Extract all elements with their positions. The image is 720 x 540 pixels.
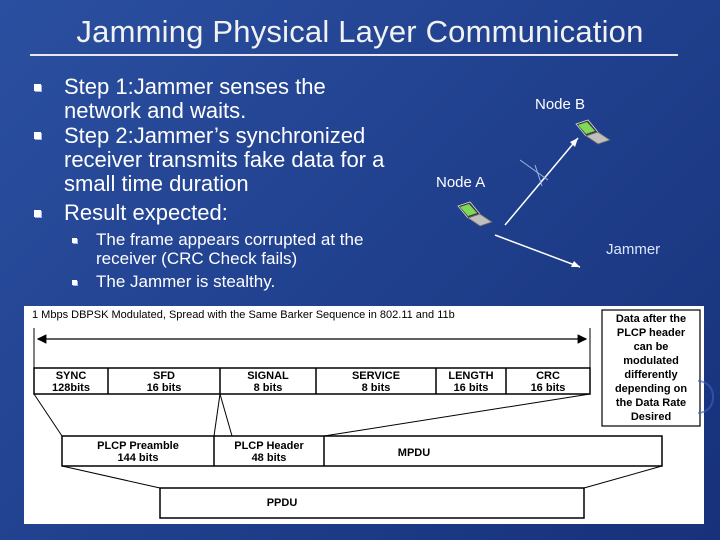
jammer-label: Jammer	[606, 241, 661, 258]
sub-bullet-1-line1: The frame appears corrupted at the	[96, 230, 364, 249]
jammer-interference-cross	[534, 164, 543, 187]
field-service-name: SERVICE	[352, 370, 400, 382]
bullet-marker-2	[34, 132, 41, 139]
bullet-step1-line2: network and waits.	[64, 98, 247, 123]
plcp-header-name: PLCP Header	[234, 440, 304, 452]
plcp-row-box	[61, 435, 663, 467]
laptop-icon-node-b	[575, 119, 611, 145]
field-service-size: 8 bits	[362, 382, 391, 394]
field-length-size: 16 bits	[454, 382, 489, 394]
bullet-marker-3	[34, 210, 41, 217]
note-line: depending on	[615, 383, 687, 395]
expand-line	[219, 393, 233, 437]
field-signal-name: SIGNAL	[247, 370, 289, 382]
arrow-head-jammer	[571, 261, 580, 267]
link-a-to-b	[504, 137, 579, 226]
expand-line	[323, 393, 591, 437]
ppdu-label: PPDU	[267, 497, 298, 509]
node-b-label: Node B	[535, 96, 586, 113]
jammer-interference-line	[519, 159, 549, 181]
note-line: Data after the	[616, 313, 686, 325]
field-sync-size: 128bits	[52, 382, 90, 394]
plcp-frame-figure: 1 Mbps DBPSK Modulated, Spread with the …	[24, 306, 704, 524]
title-rule	[30, 54, 678, 56]
note-line: differently	[624, 369, 678, 381]
field-sfd-name: SFD	[153, 370, 175, 382]
bullet-step2-line1: Step 2:Jammer’s synchronized	[64, 123, 366, 148]
field-crc-size: 16 bits	[531, 382, 566, 394]
sub-bullet-2: The Jammer is stealthy.	[96, 272, 276, 291]
bullet-step1-line1: Step 1:Jammer senses the	[64, 74, 326, 99]
note-box	[601, 309, 701, 427]
network-diagram	[457, 119, 611, 268]
plcp-header-size: 48 bits	[252, 452, 287, 464]
laptop-icon-node-a	[457, 201, 493, 227]
mpdu-label: MPDU	[398, 447, 430, 459]
plcp-preamble-name: PLCP Preamble	[97, 440, 179, 452]
field-sfd-size: 16 bits	[147, 382, 182, 394]
slide-title: Jamming Physical Layer Communication	[76, 14, 644, 49]
note-line: PLCP header	[617, 327, 686, 339]
expand-line	[213, 393, 221, 437]
expand-line	[33, 393, 63, 437]
field-sync-name: SYNC	[56, 370, 87, 382]
bullet-step2-line3: small time duration	[64, 171, 249, 196]
sub-bullet-marker-2	[72, 280, 77, 285]
plcp-frame-svg: 1 Mbps DBPSK Modulated, Spread with the …	[32, 309, 701, 519]
node-a-label: Node A	[436, 174, 486, 191]
field-signal-size: 8 bits	[254, 382, 283, 394]
ppdu-box	[159, 487, 585, 519]
sub-bullet-1-line2: receiver (CRC Check fails)	[96, 249, 298, 268]
bullet-marker-1	[34, 84, 41, 91]
bullet-step2-line2: receiver transmits fake data for a	[64, 147, 385, 172]
sub-bullet-marker-1	[72, 238, 77, 243]
note-line: modulated	[623, 355, 679, 367]
link-a-to-jammer	[494, 234, 581, 268]
field-box-row	[33, 367, 591, 395]
expand-line	[583, 465, 663, 489]
decorative-swirl	[698, 380, 714, 414]
field-length-name: LENGTH	[448, 370, 493, 382]
frame-header-text: 1 Mbps DBPSK Modulated, Spread with the …	[32, 309, 455, 321]
arrow-head-b	[570, 138, 578, 147]
bullet-result: Result expected:	[64, 200, 228, 225]
plcp-preamble-size: 144 bits	[118, 452, 159, 464]
note-line: the Data Rate	[616, 397, 686, 409]
field-crc-name: CRC	[536, 370, 560, 382]
note-line: can be	[634, 341, 669, 353]
note-line: Desired	[631, 411, 671, 423]
expand-line	[61, 465, 161, 489]
